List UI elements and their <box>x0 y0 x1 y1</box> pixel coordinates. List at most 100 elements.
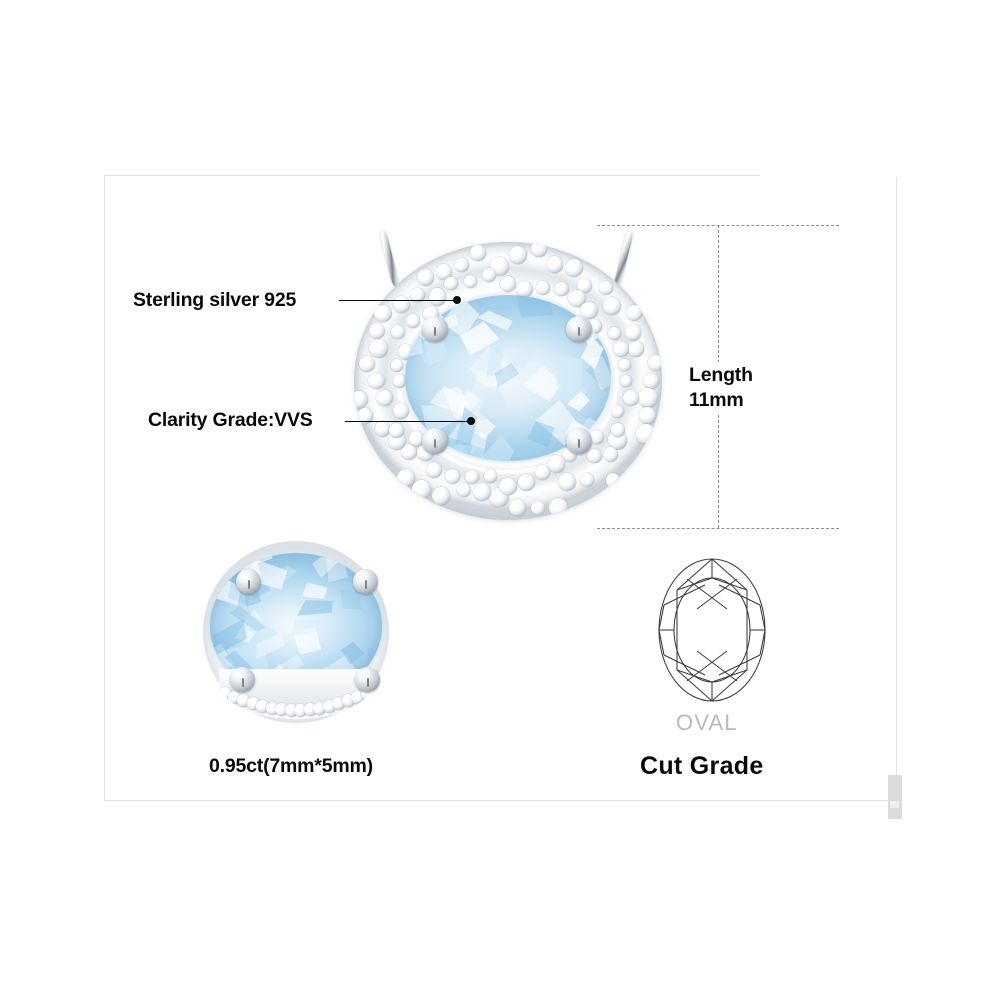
pendant-illustration <box>348 228 668 528</box>
pave-stone <box>636 424 656 444</box>
leader-dot-material <box>453 296 461 304</box>
pave-stone <box>391 325 405 340</box>
pave-stone <box>624 324 642 342</box>
pave-stone <box>483 469 498 483</box>
pave-stone <box>464 274 478 288</box>
prong-top-left <box>422 316 448 342</box>
oval-girdle-outline <box>658 558 766 702</box>
pave-stone <box>589 429 604 445</box>
pave-stone <box>390 359 404 372</box>
pave-stone <box>619 374 633 388</box>
pave-stone <box>500 275 516 292</box>
pave-stone <box>554 281 570 297</box>
closeup-prong-top-right <box>353 569 378 594</box>
pave-stone <box>565 259 584 277</box>
pave-stone <box>568 289 586 307</box>
pave-stone <box>392 374 407 388</box>
measurement-guide-bottom <box>597 528 839 529</box>
pave-stone <box>431 486 450 506</box>
pave-stone <box>436 264 452 280</box>
pave-stone <box>374 305 392 323</box>
closeup-prong-bottom-left <box>230 667 255 692</box>
pave-stone <box>580 301 598 320</box>
frame-top-fade <box>760 174 898 177</box>
pave-stone <box>557 472 576 491</box>
pave-stone <box>546 256 563 273</box>
prong-bottom-left <box>422 428 448 454</box>
prong-bottom-right <box>566 428 592 454</box>
pave-stone <box>444 276 458 291</box>
pave-stone <box>534 465 550 481</box>
pave-stone <box>605 473 621 488</box>
pave-stone <box>508 245 527 264</box>
corner-artifact <box>888 775 902 819</box>
pave-stone <box>374 421 391 438</box>
pave-stone <box>368 322 385 339</box>
pave-stone <box>576 277 592 293</box>
gem-facet <box>293 597 342 617</box>
pave-stone <box>465 469 480 485</box>
pave-stone <box>607 327 622 341</box>
pave-stone <box>457 482 472 497</box>
pave-stone <box>535 280 550 295</box>
prong-top-right <box>566 316 592 342</box>
pave-stone <box>410 287 425 303</box>
pave-stone <box>393 403 410 420</box>
cut-shape-label: OVAL <box>676 710 738 735</box>
pave-stone <box>611 422 626 437</box>
pave-stone <box>392 295 411 313</box>
leader-line-clarity <box>345 421 471 422</box>
gem-facet <box>297 582 329 602</box>
pave-stone <box>454 258 469 273</box>
length-label-value: 11mm <box>689 389 744 411</box>
pave-stone <box>628 341 644 358</box>
pave-stone <box>638 407 656 425</box>
material-label: Sterling silver 925 <box>133 289 297 311</box>
pave-stone <box>610 405 624 419</box>
oval-cut-diagram <box>657 557 767 703</box>
pave-stone <box>648 355 662 371</box>
closeup-prong-top-left <box>236 569 261 594</box>
pave-stone <box>587 449 602 464</box>
pave-stone <box>579 472 594 487</box>
cut-grade-label: Cut Grade <box>640 752 764 780</box>
carat-weight-label: 0.95ct(7mm*5mm) <box>209 755 373 777</box>
pave-stone <box>472 482 492 502</box>
pave-stone <box>396 468 416 487</box>
pave-stone <box>549 498 569 518</box>
closeup-prong-bottom-right <box>355 667 380 692</box>
pave-stone <box>369 339 389 359</box>
pave-stone <box>598 281 613 296</box>
pave-stone <box>602 447 618 463</box>
pave-stone <box>516 280 534 298</box>
length-measurement-label: Length 11mm <box>687 362 757 414</box>
pave-stone <box>359 355 376 373</box>
pave-stone <box>368 372 385 390</box>
pave-stone <box>499 477 517 496</box>
pave-stone <box>625 304 643 322</box>
pave-stone <box>354 390 368 408</box>
pave-stone <box>417 269 435 287</box>
earring-post-right <box>613 230 634 288</box>
gemstone-closeup-illustration <box>203 541 389 723</box>
pave-stone <box>642 373 659 389</box>
pave-stone <box>547 455 566 473</box>
pave-stone <box>481 267 496 282</box>
pave-stone <box>637 388 658 408</box>
oval-table-outline <box>673 577 751 683</box>
pave-stone <box>531 242 547 257</box>
pave-stone <box>623 390 640 406</box>
length-label-word: Length <box>689 364 753 386</box>
pave-stone <box>389 423 404 438</box>
clarity-grade-label: Clarity Grade:VVS <box>148 409 313 431</box>
pave-stone <box>444 468 460 484</box>
pave-stone <box>357 408 374 425</box>
pave-stone <box>530 501 545 516</box>
pave-stone <box>612 340 629 358</box>
pave-stone <box>429 288 447 306</box>
pave-stone <box>509 499 527 517</box>
leader-line-material <box>339 300 457 301</box>
leader-dot-clarity <box>467 417 475 425</box>
pave-stone <box>401 444 418 460</box>
